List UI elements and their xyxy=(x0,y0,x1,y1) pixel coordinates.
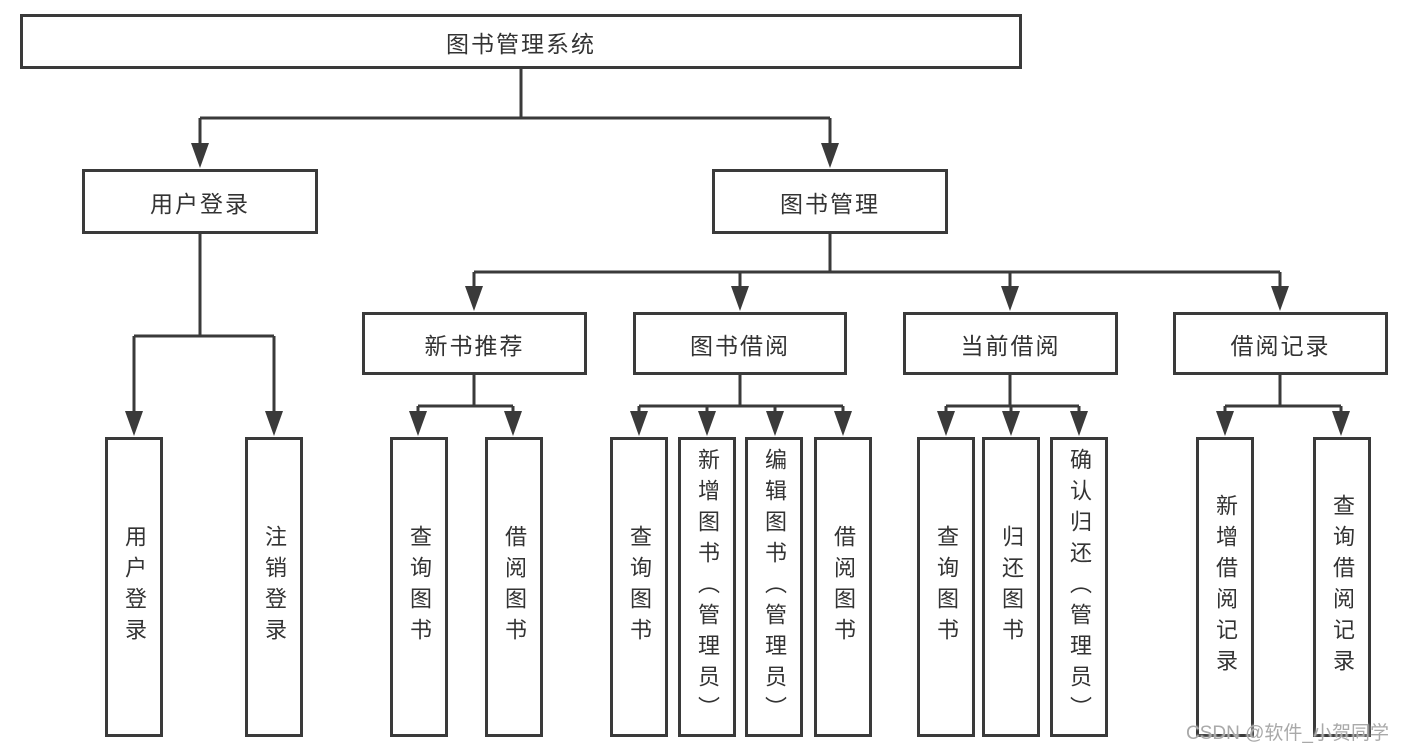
node-new-book-recommend: 新书推荐 xyxy=(362,312,587,375)
node-label: 新书推荐 xyxy=(424,332,525,359)
node-user-login: 用户登录 xyxy=(82,169,318,234)
node-label: 查询图书 xyxy=(627,525,652,649)
leaf-edit-books-admin: 编辑图书（管理员） xyxy=(745,437,803,737)
node-book-borrow: 图书借阅 xyxy=(633,312,847,375)
node-label: 归还图书 xyxy=(999,525,1024,649)
leaf-query-books-3: 查询图书 xyxy=(917,437,975,737)
node-library-management-system: 图书管理系统 xyxy=(20,14,1022,69)
leaf-query-books-1: 查询图书 xyxy=(390,437,448,737)
node-label: 注销登录 xyxy=(262,525,287,649)
node-label: 确认归还（管理员） xyxy=(1067,447,1092,727)
leaf-query-borrow-record: 查询借阅记录 xyxy=(1313,437,1371,737)
leaf-query-books-2: 查询图书 xyxy=(610,437,668,737)
leaf-borrow-books-1: 借阅图书 xyxy=(485,437,543,737)
node-label: 编辑图书（管理员） xyxy=(762,447,787,727)
watermark: CSDN @软件_小贺同学 xyxy=(1186,723,1389,744)
node-label: 新增图书（管理员） xyxy=(695,447,720,727)
node-label: 借阅图书 xyxy=(831,525,856,649)
node-label: 借阅图书 xyxy=(502,525,527,649)
node-label: 查询图书 xyxy=(407,525,432,649)
arrowheads xyxy=(125,143,1350,436)
leaf-logout: 注销登录 xyxy=(245,437,303,737)
leaf-add-books-admin: 新增图书（管理员） xyxy=(678,437,736,737)
node-label: 借阅记录 xyxy=(1230,332,1331,359)
node-label: 图书借阅 xyxy=(690,332,790,359)
node-label: 新增借阅记录 xyxy=(1213,494,1238,680)
leaf-user-login: 用户登录 xyxy=(105,437,163,737)
node-label: 图书管理 xyxy=(780,190,880,217)
node-book-management: 图书管理 xyxy=(712,169,948,234)
node-label: 用户登录 xyxy=(122,525,147,649)
leaf-add-borrow-record: 新增借阅记录 xyxy=(1196,437,1254,737)
leaf-return-books: 归还图书 xyxy=(982,437,1040,737)
node-label: 图书管理系统 xyxy=(446,30,596,57)
node-label: 当前借阅 xyxy=(960,332,1061,359)
node-label: 用户登录 xyxy=(150,190,250,217)
node-label: 查询借阅记录 xyxy=(1330,494,1355,680)
node-borrow-records: 借阅记录 xyxy=(1173,312,1388,375)
node-label: 查询图书 xyxy=(934,525,959,649)
leaf-borrow-books-2: 借阅图书 xyxy=(814,437,872,737)
leaf-confirm-return-admin: 确认归还（管理员） xyxy=(1050,437,1108,737)
node-current-borrow: 当前借阅 xyxy=(903,312,1118,375)
